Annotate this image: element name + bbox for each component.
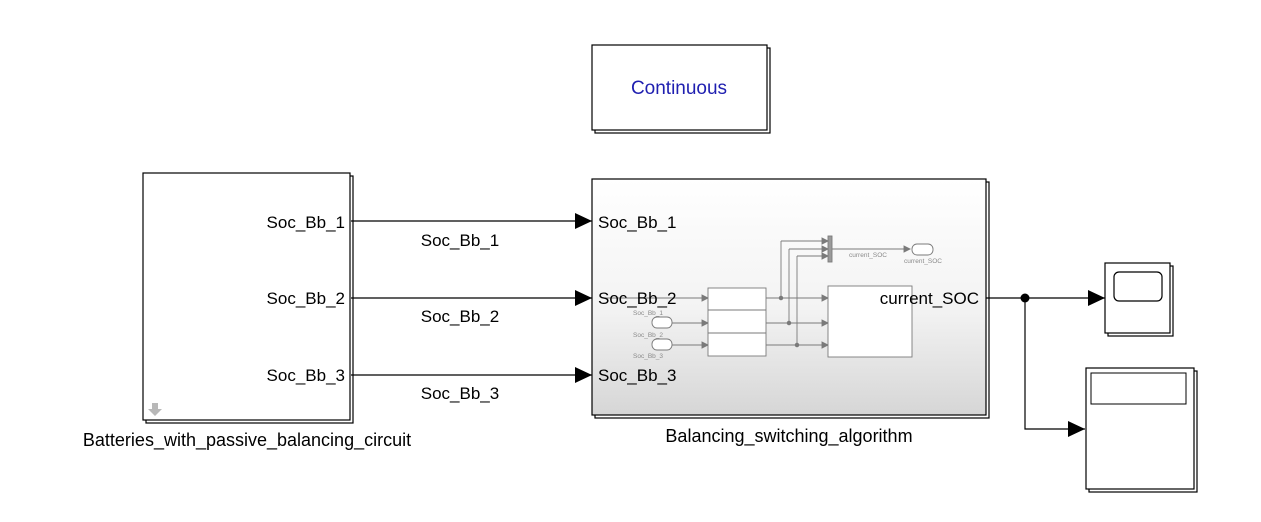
algorithm-subsystem-block[interactable]: Soc_Bb_1 Soc_Bb_2 Soc_Bb_3 current_SOC c…	[591, 178, 990, 419]
signal-line-3[interactable]	[351, 367, 592, 383]
battery-outport-label-1: Soc_Bb_1	[267, 213, 345, 232]
display-window-icon	[1090, 372, 1187, 405]
battery-outport-label-2: Soc_Bb_2	[267, 289, 345, 308]
algorithm-inport-label-2: Soc_Bb_2	[598, 289, 676, 308]
battery-subsystem-block[interactable]: Soc_Bb_1 Soc_Bb_2 Soc_Bb_3	[142, 172, 354, 424]
output-signal-line[interactable]	[986, 290, 1105, 437]
preview-inport-tag-2: Soc_Bb_2	[633, 332, 663, 339]
solver-block[interactable]: Continuous	[591, 44, 771, 134]
scope-block[interactable]	[1104, 262, 1174, 337]
algorithm-inport-label-1: Soc_Bb_1	[598, 213, 676, 232]
signal-label-1: Soc_Bb_1	[421, 231, 499, 250]
algorithm-subsystem-name: Balancing_switching_algorithm	[665, 426, 912, 447]
scope-screen-icon	[1113, 271, 1163, 302]
preview-inport-tag-1: Soc_Bb_1	[633, 310, 663, 317]
signal-line-1[interactable]	[351, 213, 592, 229]
battery-outport-label-3: Soc_Bb_3	[267, 366, 345, 385]
preview-goto-tag: current_SOC	[904, 258, 942, 265]
signal-label-2: Soc_Bb_2	[421, 307, 499, 326]
preview-inport-tag-3: Soc_Bb_3	[633, 353, 663, 360]
library-link-arrow-icon	[148, 403, 162, 416]
solver-label: Continuous	[631, 78, 727, 99]
battery-subsystem-name: Batteries_with_passive_balancing_circuit	[83, 430, 411, 451]
signal-label-3: Soc_Bb_3	[421, 384, 499, 403]
subsystem-preview	[605, 235, 934, 358]
signal-line-2[interactable]	[351, 290, 592, 306]
display-block[interactable]	[1085, 367, 1198, 493]
algorithm-inport-label-3: Soc_Bb_3	[598, 366, 676, 385]
preview-signal-label: current_SOC	[849, 252, 887, 259]
algorithm-outport-label: current_SOC	[880, 289, 979, 308]
